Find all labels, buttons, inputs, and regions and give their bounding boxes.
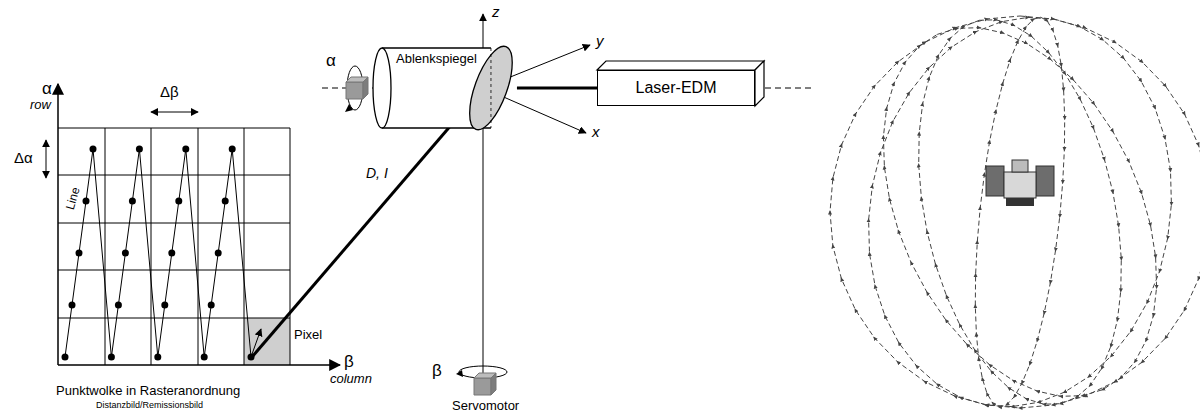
label: Pixel bbox=[294, 328, 322, 342]
beta-rotation-head bbox=[456, 370, 463, 377]
row-axis bbox=[57, 84, 59, 365]
label: β bbox=[344, 353, 354, 372]
raster-grid bbox=[58, 128, 290, 365]
scan-point bbox=[129, 198, 136, 205]
scan-point bbox=[136, 146, 143, 153]
scan-point bbox=[90, 146, 97, 153]
beta-rotation bbox=[459, 366, 507, 378]
mirror-cylinder: Ablenkspiegel bbox=[370, 42, 517, 134]
scan-point bbox=[182, 146, 189, 153]
scan-point bbox=[108, 354, 115, 361]
node-text: Laser-EDM bbox=[636, 79, 717, 97]
laser-box: Laser-EDM bbox=[597, 70, 755, 106]
scan-meridian bbox=[883, 28, 1156, 397]
scan-point bbox=[168, 250, 175, 257]
scan-point bbox=[115, 302, 122, 309]
laser-box-side bbox=[755, 61, 764, 106]
alpha-rotation bbox=[347, 66, 363, 110]
alpha-rotation-head bbox=[345, 104, 353, 112]
laser-box-top bbox=[597, 61, 764, 70]
servomotor bbox=[474, 373, 496, 395]
scan-point bbox=[215, 250, 222, 257]
scan-path bbox=[62, 146, 262, 361]
scan-meridian bbox=[975, 17, 1064, 407]
scanner-icon bbox=[986, 160, 1054, 206]
scan-meridian bbox=[919, 20, 1122, 404]
label: α bbox=[42, 80, 52, 99]
scan-point bbox=[175, 198, 182, 205]
laser-beam-connector bbox=[517, 87, 597, 90]
label: Punktwolke in Rasteranordnung bbox=[56, 384, 240, 398]
label: β bbox=[432, 362, 442, 381]
scan-point bbox=[122, 250, 129, 257]
label: x bbox=[592, 124, 600, 141]
scan-point bbox=[201, 354, 208, 361]
alpha-motor bbox=[346, 77, 368, 99]
label: α bbox=[326, 52, 336, 71]
node-text: Ablenkspiegel bbox=[396, 52, 477, 66]
label: y bbox=[596, 33, 604, 50]
scan-point bbox=[161, 302, 168, 309]
scan-point bbox=[83, 198, 90, 205]
scan-point bbox=[154, 354, 161, 361]
delta-beta-arrow bbox=[151, 112, 198, 113]
scan-point bbox=[208, 302, 215, 309]
scan-point bbox=[69, 302, 76, 309]
label: Δβ bbox=[160, 84, 179, 101]
scan-meridian bbox=[830, 16, 1200, 408]
scan-sphere bbox=[830, 16, 1200, 408]
column-axis bbox=[58, 364, 340, 366]
scan-point bbox=[76, 250, 83, 257]
label: D, I bbox=[366, 166, 388, 181]
scan-meridian bbox=[869, 17, 1172, 406]
scan-point bbox=[222, 198, 229, 205]
scan-point bbox=[62, 354, 69, 361]
scan-point bbox=[229, 146, 236, 153]
label: column bbox=[330, 372, 372, 386]
label: Line bbox=[64, 186, 83, 211]
label: row bbox=[30, 98, 51, 112]
label: Δα bbox=[14, 150, 33, 167]
scan-line bbox=[65, 149, 251, 357]
delta-alpha-arrow bbox=[46, 140, 47, 178]
label: Servomotor bbox=[452, 399, 519, 413]
label: z bbox=[492, 4, 500, 21]
label: Distanzbild/Remissionsbild bbox=[96, 401, 203, 411]
